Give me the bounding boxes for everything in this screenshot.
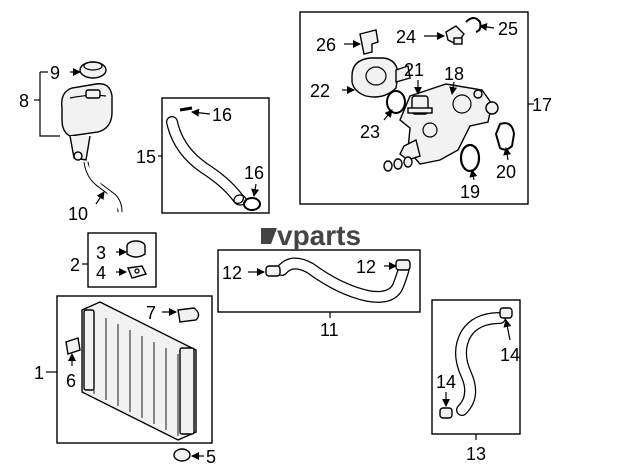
callout-19: 19 [460, 182, 480, 202]
callout-24: 24 [396, 27, 416, 47]
callout-4: 4 [96, 263, 106, 283]
bracket-26 [359, 29, 379, 55]
hose-11 [276, 257, 410, 303]
callout-17: 17 [532, 95, 552, 115]
callout-12b: 12 [356, 257, 376, 277]
callout-11: 11 [320, 320, 339, 340]
cap-seal-4 [127, 265, 148, 279]
hose-13 [455, 312, 506, 416]
clamp-16b [243, 197, 261, 211]
callout-26: 26 [316, 35, 336, 55]
callout-10: 10 [68, 204, 88, 224]
clip-25 [465, 17, 482, 33]
box-radiator-1 [56, 295, 213, 444]
small-o-rings [383, 156, 413, 172]
leader-lines [34, 23, 534, 460]
clamp-14b [439, 407, 453, 419]
callout-6: 6 [66, 371, 76, 391]
callout-18: 18 [444, 64, 464, 84]
callout-8: 8 [19, 91, 29, 111]
o-ring-23 [386, 90, 406, 114]
radiator-cap-3 [126, 240, 146, 258]
callout-20: 20 [496, 162, 516, 182]
callout-7: 7 [146, 303, 156, 323]
reservoir-cap [79, 61, 107, 79]
radiator [81, 301, 197, 441]
sensor-24 [445, 25, 465, 45]
vparts-logo: vparts [261, 220, 361, 251]
callout-16a: 16 [212, 105, 232, 125]
callout-21: 21 [404, 60, 424, 80]
callout-1: 1 [34, 363, 44, 383]
callout-2: 2 [70, 255, 80, 275]
callout-15: 15 [136, 147, 156, 167]
seal-7 [177, 307, 200, 323]
box-cap-2 [87, 232, 157, 288]
drain-plug-5 [173, 448, 191, 462]
thermostat [407, 95, 433, 115]
callout-9: 9 [50, 63, 60, 83]
callout-14b: 14 [436, 372, 456, 392]
callout-22: 22 [310, 81, 330, 101]
logo-text: vparts [277, 220, 361, 251]
callout-23: 23 [360, 122, 380, 142]
box-water-pump-assembly [299, 11, 529, 205]
gasket-19 [459, 143, 481, 173]
clamp-12a [265, 265, 281, 277]
callout-25: 25 [498, 19, 518, 39]
box-hose-11 [217, 249, 421, 313]
callout-13: 13 [466, 444, 486, 464]
callout-14a: 14 [500, 345, 520, 365]
callout-labels: 8 9 10 15 16 16 2 3 4 12 12 11 1 6 7 5 1… [19, 19, 552, 467]
callout-12a: 12 [222, 263, 242, 283]
callout-16b: 16 [244, 163, 264, 183]
coolant-reservoir [61, 83, 113, 161]
thermostat-cover [351, 57, 411, 98]
clamp-14a [499, 307, 513, 319]
hose-15 [166, 116, 247, 206]
clamp-16a [179, 106, 193, 112]
gasket-20 [494, 122, 516, 151]
bracket-6 [65, 337, 81, 355]
callout-5: 5 [206, 447, 216, 467]
callout-3: 3 [96, 243, 106, 263]
clamp-12b [395, 259, 411, 271]
